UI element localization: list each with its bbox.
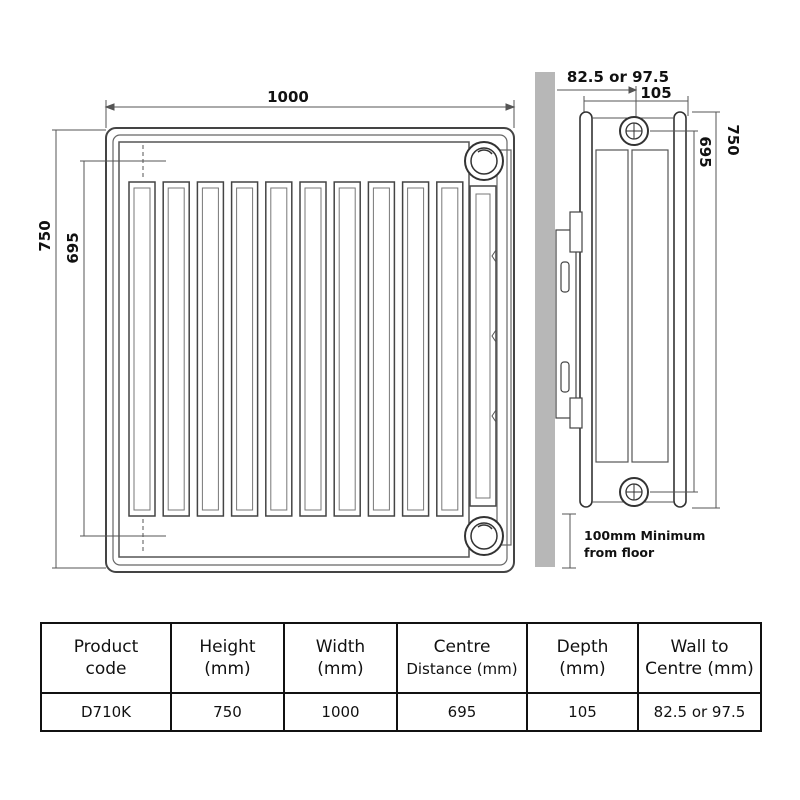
wall-to-centre-label: 82.5 or 97.5 [567,68,669,86]
convector-slot-inner [441,187,459,511]
convector-slot-inner [407,187,425,511]
convector-slot [162,181,190,517]
front-panel-outline [105,127,515,573]
floor-note-line1: 100mm Minimum [584,528,705,543]
convector-slot [401,181,430,517]
width-dimension [104,100,516,128]
cell-width: 1000 [283,692,398,732]
side-centre-dimension [650,130,698,493]
convector-slot [367,181,396,517]
side-centre-label: 695 [696,136,714,167]
convector-slot-inner [201,187,219,511]
radiator-technical-drawing: 1000 750 695 82.5 or 97.5 [36,68,742,573]
convector-slot-inner [338,187,356,511]
convector-slot [196,181,225,517]
front-view: 1000 750 695 [36,88,516,573]
side-cover [469,185,497,507]
side-convector-right [631,149,669,463]
floor-clearance-dimension [562,513,576,569]
convector-slot [128,181,156,517]
side-height-label: 750 [724,124,742,155]
height-dimension [52,129,106,569]
header-height: Height(mm) [170,622,285,694]
height-label: 750 [36,220,54,251]
side-height-dimension [692,111,720,509]
convector-slot [230,181,259,517]
wall-to-centre-dimension [557,86,638,118]
convector-slots [128,181,464,517]
centre-label: 695 [64,232,82,263]
width-label: 1000 [267,88,309,106]
cell-wall-to-centre: 82.5 or 97.5 [637,692,762,732]
bottom-connection-port [464,516,504,556]
front-panel-inner-outline [112,134,508,566]
centre-dimension [80,145,166,553]
front-panel-face [118,141,470,558]
header-width: Width(mm) [283,622,398,694]
convector-slot-inner [133,187,151,511]
top-connection-port [464,141,504,181]
side-bottom-connection [619,477,649,507]
convector-slot [436,181,464,517]
wall [535,72,555,567]
convector-slot-inner [304,187,322,511]
convector-slot [299,181,327,517]
cell-centre-distance: 695 [396,692,528,732]
convector-slot-inner [167,187,185,511]
table-row: D710K 750 1000 695 105 82.5 or 97.5 [40,692,762,732]
convector-slot [333,181,361,517]
wall-bracket [555,211,583,429]
cell-height: 750 [170,692,285,732]
side-cover-zigzag [491,249,497,423]
header-depth: Depth(mm) [526,622,639,694]
convector-slot [265,181,293,517]
cell-product-code: D710K [40,692,172,732]
depth-label: 105 [640,84,671,102]
side-bracket [496,149,512,546]
side-top-connection [619,116,649,146]
side-rear-panel [673,111,687,508]
side-cover-inner [475,193,491,499]
convector-slot-inner [236,187,254,511]
floor-note-line2: from floor [584,545,655,560]
convector-slot-inner [270,187,288,511]
convector-slot-inner [372,187,390,511]
side-view: 82.5 or 97.5 105 [535,68,742,569]
side-convector-left [595,149,629,463]
cell-depth: 105 [526,692,639,732]
side-front-panel [579,111,593,508]
